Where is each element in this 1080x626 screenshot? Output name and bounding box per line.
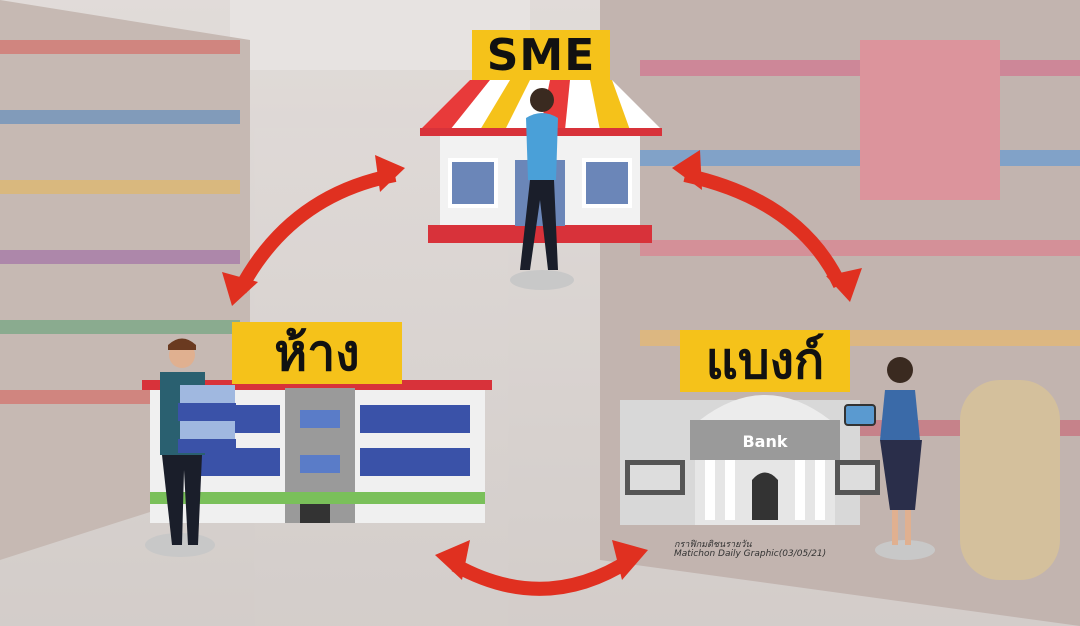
mall-building-illustration [142, 338, 492, 557]
sme-label: SME [472, 30, 610, 81]
bank-building-illustration [620, 357, 935, 560]
sme-shop-illustration [420, 80, 662, 290]
bank-label: แบงก์ [680, 330, 850, 392]
credit-caption-thai: กราฟิกมติชนรายวัน [674, 540, 752, 550]
bank-sign: Bank [742, 432, 788, 451]
arrow-sme-bank [672, 150, 862, 302]
right-shelves [600, 0, 1080, 626]
arrow-mall-bank [435, 540, 648, 596]
mall-label: ห้าง [232, 322, 402, 384]
arrow-sme-mall [222, 155, 405, 306]
credit-caption-english: Matichon Daily Graphic(03/05/21) [674, 549, 827, 559]
